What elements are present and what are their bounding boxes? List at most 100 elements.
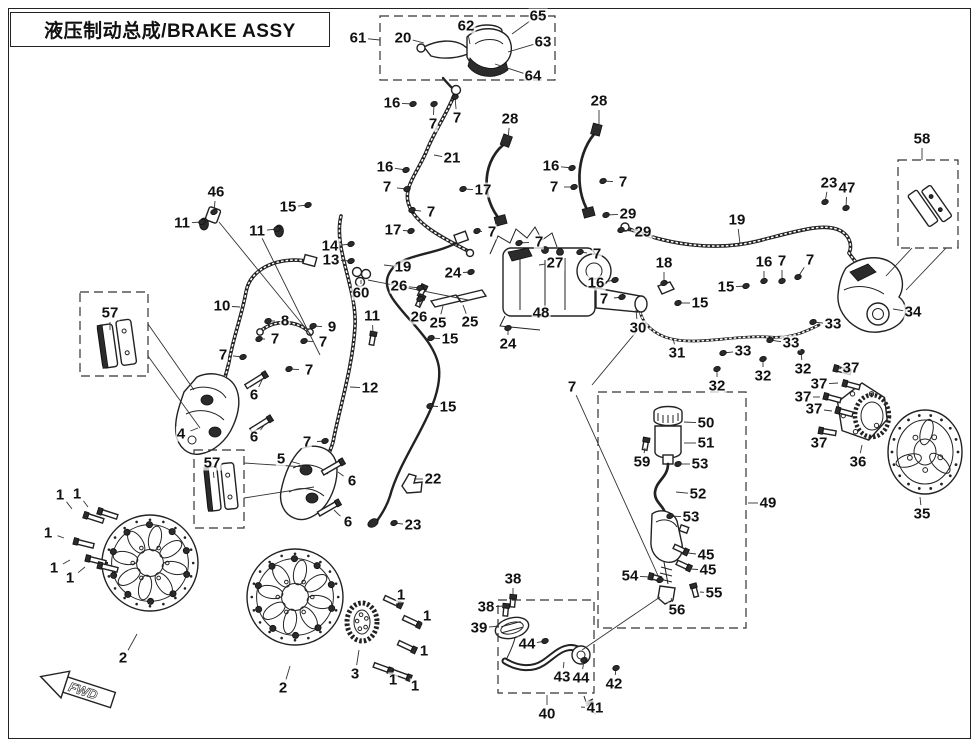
hardware-fastener [390,519,398,527]
hardware-fastener [618,293,626,301]
leader-line [683,421,697,424]
hardware-fastener [273,225,281,233]
leader-line [367,38,381,41]
hardware-fastener [416,284,424,292]
front-brake-pads-57b [203,462,239,512]
hardware-fastener [576,248,584,256]
hardware-fastener [766,336,774,344]
hardware-fastener [568,164,576,172]
hardware-fastener [778,277,786,285]
hardware-fastener [264,317,272,325]
leader-line [333,509,341,517]
hardware-fastener [713,365,721,373]
leader-line [892,308,904,312]
leader-line [356,649,360,666]
bolt [382,594,405,610]
leader-line [83,500,89,508]
leader-line [337,471,344,477]
hardware-fastener [198,218,206,226]
hardware-fastener [809,318,817,326]
front-brake-pads-57a [96,318,138,369]
hardware-fastener [742,282,750,290]
hardware-fastener [210,208,218,216]
leader-line [260,423,266,431]
leader-line [675,491,689,494]
hardware-fastener [409,100,417,108]
hardware-fastener [285,365,293,373]
bolt [401,614,424,630]
brake-disc [246,548,344,646]
bolt [832,364,853,376]
group-box-front-pads-57a [79,291,149,377]
hardware-fastener [473,227,481,235]
hardware-fastener [821,198,829,206]
bolt [672,543,691,557]
leader-line [823,409,833,412]
leader-line [689,568,699,570]
hardware-fastener [309,322,317,330]
leader-line [290,460,301,465]
bracket-22 [401,473,423,494]
rear-caliper-34 [837,257,907,333]
leader-line [231,306,241,308]
hardware-fastener [541,637,549,645]
bolt [509,593,518,608]
bolt [72,537,95,549]
hardware-fastener [402,166,410,174]
leader-line [737,228,741,245]
brake-disc [101,514,199,612]
hardware-fastener [467,268,475,276]
hardware-fastener [426,402,434,410]
hardware-fastener [580,656,588,664]
group-box-rear-pads-58 [897,159,959,249]
leader-line [919,496,922,506]
front-master-cylinder [416,24,513,77]
hardware-fastener [427,334,435,342]
hardware-fastener [674,460,682,468]
hardware-fastener [408,206,416,214]
hardware-fastener [255,335,263,343]
leader-line [639,576,651,578]
leader-line [285,665,291,680]
leader-line [538,263,546,266]
bolt [834,406,855,418]
leader-line [507,127,510,141]
bolt [822,392,843,404]
rear-disc-adapter-36 [836,382,892,441]
leader-line [66,501,73,510]
bolt [96,506,119,521]
hardware-fastener [611,276,619,284]
hardware-fastener [407,227,415,235]
hardware-fastener [797,348,805,356]
hardware-fastener [599,177,607,185]
bolt [817,426,838,437]
hardware-fastener [794,273,802,281]
hardware-fastener [347,257,355,265]
bolt [248,414,275,434]
leader-line [495,605,505,607]
hardware-fastener [459,185,467,193]
hardware-fastener [239,353,247,361]
hardware-fastener [300,337,308,345]
leader-line [562,661,565,669]
hardware-fastener [760,277,768,285]
leader-lines-static [147,221,947,651]
hardware-fastener [304,201,312,209]
hardware-fastener [416,295,424,303]
leader-line [412,39,425,44]
leader-line [828,382,839,384]
hardware-fastener [570,183,578,191]
leader-line [511,20,531,35]
leader-line [77,566,86,574]
leader-line [62,559,71,565]
front-caliper-4 [174,373,240,455]
hardware-fastener [430,100,438,108]
group-box-rear-master-49 [597,391,747,629]
bolt [396,639,419,655]
abs-tone-ring [344,600,380,644]
leader-line [349,386,361,388]
bolt [82,510,105,525]
bolt [372,661,394,676]
